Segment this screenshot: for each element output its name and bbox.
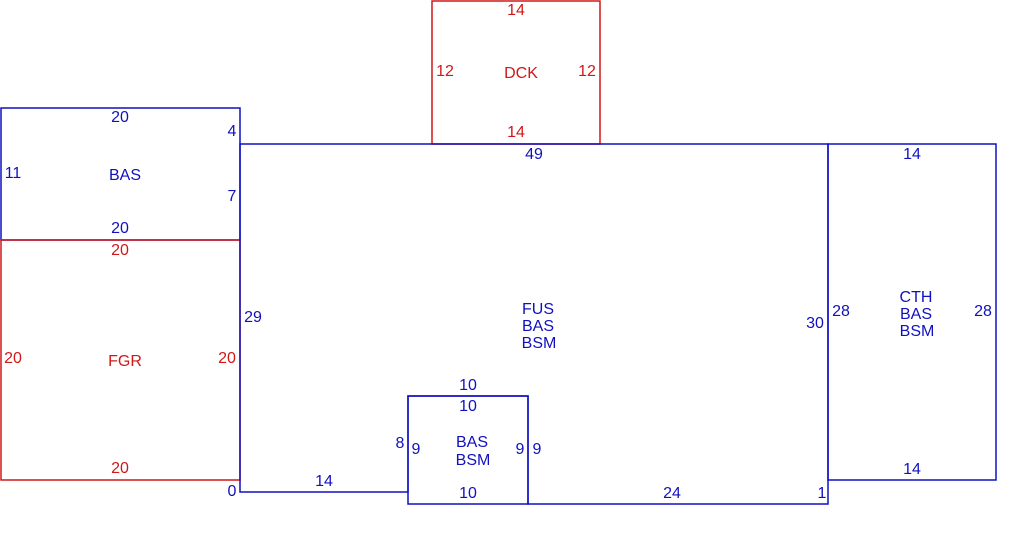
cth-dim-right: 28 xyxy=(974,303,992,320)
cth-code-3: BSM xyxy=(900,323,935,340)
cth-dim-bottom: 14 xyxy=(903,461,921,478)
main-code-3: BSM xyxy=(522,335,557,352)
bump-outline xyxy=(407,395,529,505)
main-code-1: FUS xyxy=(522,301,554,318)
bas-left-dim-top: 20 xyxy=(111,109,129,126)
cth-outline xyxy=(827,143,997,481)
main-dim-bottom-right: 24 xyxy=(663,485,681,502)
garage-code: FGR xyxy=(108,353,142,370)
bump-dim-right-outer: 9 xyxy=(533,441,542,458)
bump-dim-top-outer: 10 xyxy=(459,377,477,394)
bump-code-1: BAS xyxy=(456,434,488,451)
main-dim-top: 49 xyxy=(525,146,543,163)
main-dim-left: 29 xyxy=(244,309,262,326)
bas-left-code: BAS xyxy=(109,167,141,184)
bas-left-dim-right-upper: 4 xyxy=(228,123,237,140)
garage-dim-bottom: 20 xyxy=(111,460,129,477)
main-dim-bottom-left: 14 xyxy=(315,473,333,490)
cth-code-2: BAS xyxy=(900,306,932,323)
main-corner-right: 1 xyxy=(818,485,827,502)
bump-dim-right-inner: 9 xyxy=(516,441,525,458)
cth-dim-left: 28 xyxy=(832,303,850,320)
main-code-2: BAS xyxy=(522,318,554,335)
cth-dim-top: 14 xyxy=(903,146,921,163)
deck-dim-left: 12 xyxy=(436,63,454,80)
garage-dim-right: 20 xyxy=(218,350,236,367)
garage-dim-top: 20 xyxy=(111,242,129,259)
main-corner-left: 0 xyxy=(228,483,237,500)
bump-code-2: BSM xyxy=(456,452,491,469)
garage-dim-left: 20 xyxy=(4,350,22,367)
bump-dim-bottom: 10 xyxy=(459,485,477,502)
main-dim-right: 30 xyxy=(806,315,824,332)
bump-dim-top-inner: 10 xyxy=(459,398,477,415)
bas-left-dim-bottom: 20 xyxy=(111,220,129,237)
deck-dim-right: 12 xyxy=(578,63,596,80)
cth-code-1: CTH xyxy=(900,289,933,306)
bas-left-dim-left: 11 xyxy=(5,165,22,182)
bump-dim-left-inner: 9 xyxy=(412,441,421,458)
deck-dim-bottom: 14 xyxy=(507,124,525,141)
bas-left-dim-right-lower: 7 xyxy=(228,188,237,205)
bump-dim-left-outer: 8 xyxy=(396,435,405,452)
deck-dim-top: 14 xyxy=(507,2,525,19)
deck-code: DCK xyxy=(504,65,538,82)
